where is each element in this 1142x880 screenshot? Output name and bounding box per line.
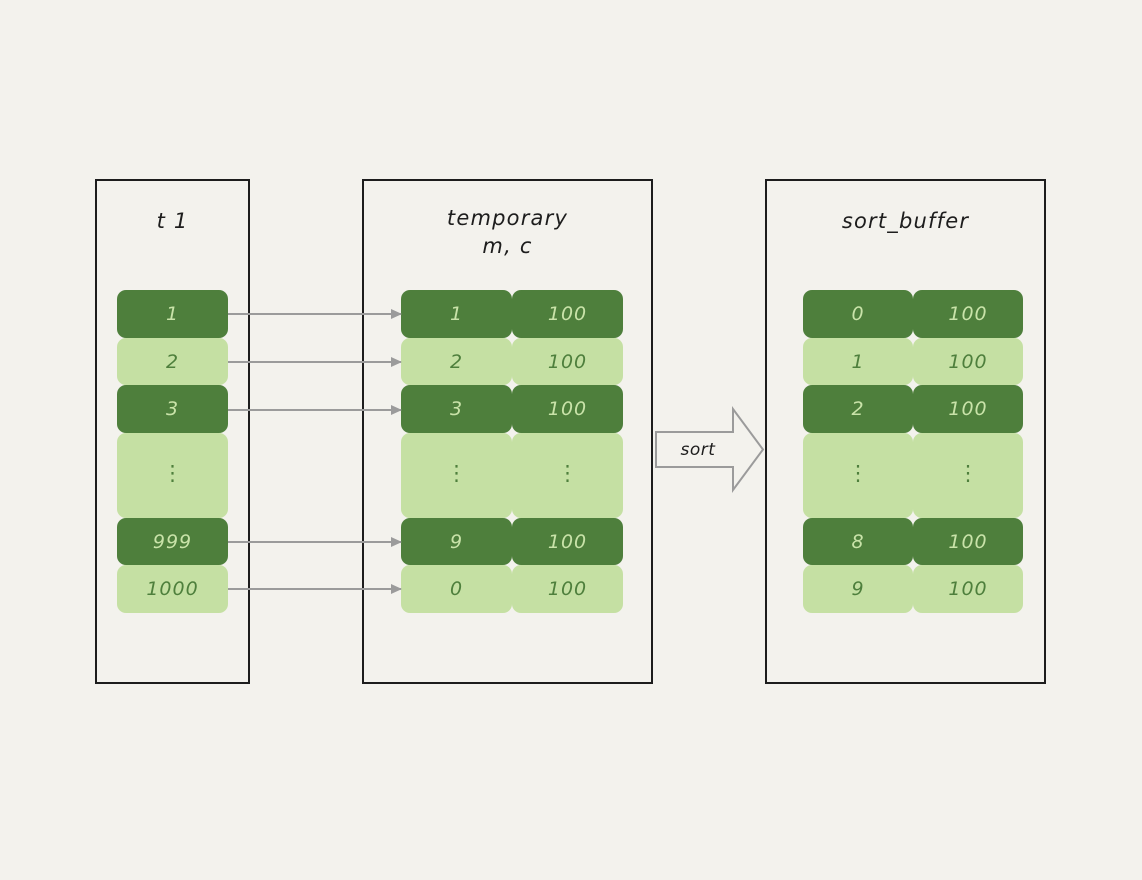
row-temporary-0: 1 100 <box>401 290 623 338</box>
cell-temporary-5-1: 100 <box>512 565 623 613</box>
cell-sort-buffer-0-0: 0 <box>803 290 913 338</box>
cell-t1-0-0: 1 <box>117 290 228 338</box>
cell-t1-1-0: 2 <box>117 338 228 385</box>
cell-sort-buffer-2-0: 2 <box>803 385 913 433</box>
cell-sort-buffer-5-1: 100 <box>913 565 1023 613</box>
connector-arrow-row-1000 <box>228 583 402 594</box>
cell-temporary-4-1: 100 <box>512 518 623 565</box>
cell-temporary-2-0: 3 <box>401 385 512 433</box>
row-temporary-2: 3 100 <box>401 385 623 433</box>
cell-sort-buffer-4-1: 100 <box>913 518 1023 565</box>
cell-temporary-1-0: 2 <box>401 338 512 385</box>
row-t1-4: 999 <box>117 518 228 565</box>
cell-t1-5-0: 1000 <box>117 565 228 613</box>
row-sort-buffer-1: 1 100 <box>803 338 1023 385</box>
row-t1-0: 1 <box>117 290 228 338</box>
cell-sort-buffer-0-1: 100 <box>913 290 1023 338</box>
box-title-sort-buffer: sort_buffer <box>841 209 970 233</box>
block-arrow-shape <box>655 406 765 493</box>
row-temporary-4: 9 100 <box>401 518 623 565</box>
cell-t1-3-0: ⋮ <box>117 433 228 518</box>
cell-sort-buffer-3-1: ⋮ <box>913 433 1023 518</box>
cell-temporary-2-1: 100 <box>512 385 623 433</box>
row-temporary-5: 0 100 <box>401 565 623 613</box>
row-temporary-1: 2 100 <box>401 338 623 385</box>
row-sort-buffer-3: ⋮ ⋮ <box>803 433 1023 518</box>
row-t1-1: 2 <box>117 338 228 385</box>
cell-sort-buffer-2-1: 100 <box>913 385 1023 433</box>
connector-arrow-row-999 <box>228 536 402 547</box>
cell-temporary-5-0: 0 <box>401 565 512 613</box>
vertical-ellipsis-icon: ⋮ <box>957 461 979 486</box>
cell-sort-buffer-1-0: 1 <box>803 338 913 385</box>
box-title-temporary: temporary m, c <box>446 206 569 259</box>
vertical-ellipsis-icon: ⋮ <box>847 461 869 486</box>
row-t1-2: 3 <box>117 385 228 433</box>
sort-block-arrow: sort <box>655 406 765 493</box>
row-temporary-3: ⋮ ⋮ <box>401 433 623 518</box>
row-sort-buffer-0: 0 100 <box>803 290 1023 338</box>
connector-arrow-row-3 <box>228 404 402 415</box>
row-sort-buffer-5: 9 100 <box>803 565 1023 613</box>
connector-arrow-row-2 <box>228 356 402 367</box>
cell-temporary-0-0: 1 <box>401 290 512 338</box>
cell-temporary-3-1: ⋮ <box>512 433 623 518</box>
row-sort-buffer-4: 8 100 <box>803 518 1023 565</box>
row-t1-5: 1000 <box>117 565 228 613</box>
row-t1-3: ⋮ <box>117 433 228 518</box>
cell-sort-buffer-1-1: 100 <box>913 338 1023 385</box>
vertical-ellipsis-icon: ⋮ <box>446 461 467 486</box>
cell-t1-2-0: 3 <box>117 385 228 433</box>
cell-sort-buffer-5-0: 9 <box>803 565 913 613</box>
vertical-ellipsis-icon: ⋮ <box>162 461 183 486</box>
vertical-ellipsis-icon: ⋮ <box>557 461 578 486</box>
cell-temporary-1-1: 100 <box>512 338 623 385</box>
connector-arrow-row-1 <box>228 308 402 319</box>
sort-arrow-label: sort <box>680 440 716 460</box>
row-sort-buffer-2: 2 100 <box>803 385 1023 433</box>
cell-sort-buffer-3-0: ⋮ <box>803 433 913 518</box>
box-title-t1: t 1 <box>156 209 189 233</box>
cell-temporary-0-1: 100 <box>512 290 623 338</box>
cell-temporary-3-0: ⋮ <box>401 433 512 518</box>
cell-sort-buffer-4-0: 8 <box>803 518 913 565</box>
cell-t1-4-0: 999 <box>117 518 228 565</box>
cell-temporary-4-0: 9 <box>401 518 512 565</box>
